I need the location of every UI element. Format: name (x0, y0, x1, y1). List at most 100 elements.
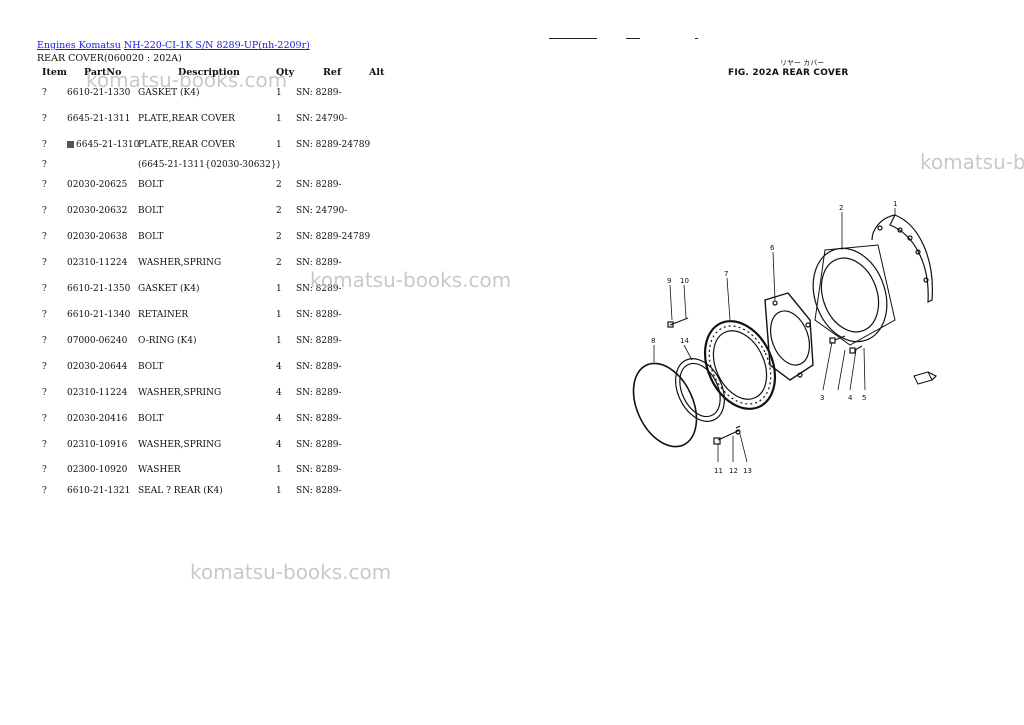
row-qty: 1 (276, 140, 282, 150)
table-row: ? 02030-20625 BOLT 2 SN: 8289- (0, 180, 520, 194)
table-row: ? 6610-21-1330 GASKET (K4) 1 SN: 8289- (0, 88, 520, 102)
col-header-item: Item (42, 67, 67, 78)
row-description: BOLT (138, 414, 164, 424)
row-item: ? (42, 88, 47, 98)
callout-labels: 1 2 3 4 5 6 7 8 9 10 11 12 13 14 (651, 200, 897, 475)
row-description: GASKET (K4) (138, 88, 200, 98)
table-row: ? 6610-21-1340 RETAINER 1 SN: 8289- (0, 310, 520, 324)
row-partno: 02310-11224 (67, 388, 128, 398)
callout-12: 12 (729, 467, 738, 475)
row-item: ? (42, 180, 47, 190)
row-ref: SN: 24790- (296, 206, 348, 216)
row-partno: 02030-20632 (67, 206, 128, 216)
row-ref: SN: 8289- (296, 465, 342, 475)
row-partno: 02310-10916 (67, 440, 128, 450)
seal-part (675, 358, 725, 422)
row-partno: 02030-20625 (67, 180, 128, 190)
gasket-part (764, 292, 814, 381)
row-description: SEAL ? REAR (K4) (138, 486, 223, 496)
row-description: GASKET (K4) (138, 284, 200, 294)
callout-3: 3 (820, 394, 824, 402)
row-ref: SN: 8289-24789 (296, 232, 371, 242)
table-row: ? 02300-10920 WASHER 1 SN: 8289- (0, 465, 520, 479)
row-item: ? (42, 440, 47, 450)
row-partno: 6645-21-1310 (76, 140, 140, 150)
callout-6: 6 (770, 244, 775, 252)
row-partno: 02030-20416 (67, 414, 128, 424)
row-qty: 2 (276, 206, 282, 216)
row-partno-changed: 6645-21-1310 (67, 140, 139, 150)
o-ring-part (632, 362, 698, 448)
gasket-rear-part (871, 214, 933, 303)
watermark: komatsu-b (920, 150, 1024, 174)
watermark: komatsu-books.com (190, 560, 392, 584)
row-description: BOLT (138, 180, 164, 190)
col-header-description: Description (178, 67, 240, 78)
row-partno: 02310-11224 (67, 258, 128, 268)
callout-leaders (653, 208, 896, 463)
col-header-qty: Qty (276, 67, 295, 78)
callout-5: 5 (862, 394, 866, 402)
row-item: ? (42, 465, 47, 475)
row-description: BOLT (138, 232, 164, 242)
scan-artifact (695, 38, 698, 39)
row-item: ? (42, 414, 47, 424)
row-ref: SN: 8289- (296, 486, 342, 496)
row-qty: 1 (276, 486, 282, 496)
row-qty: 4 (276, 388, 282, 398)
breadcrumb-link-model[interactable]: NH-220-CI-1K S/N 8289-UP(nh-2209r) (123, 40, 310, 51)
row-partno: 02030-20644 (67, 362, 128, 372)
col-header-alt: Alt (369, 67, 385, 78)
row-description: PLATE,REAR COVER (138, 114, 235, 124)
row-ref: SN: 24790- (296, 114, 348, 124)
table-row: ? (6645-21-1311{02030-30632}) (0, 160, 520, 174)
table-row: ? 07000-06240 O-RING (K4) 1 SN: 8289- (0, 336, 520, 350)
table-row: ? 6610-21-1321 SEAL ? REAR (K4) 1 SN: 82… (0, 486, 520, 500)
row-item: ? (42, 160, 47, 170)
row-ref: SN: 8289- (296, 284, 342, 294)
scan-artifact (549, 38, 597, 39)
rear-cover-plate-part (812, 244, 896, 346)
col-header-partno: PartNo (84, 67, 122, 78)
table-row: ? 02310-11224 WASHER,SPRING 2 SN: 8289- (0, 258, 520, 272)
row-ref: SN: 8289- (296, 388, 342, 398)
row-ref: SN: 8289- (296, 414, 342, 424)
row-description: (6645-21-1311{02030-30632}) (138, 160, 281, 170)
table-row: ? 02310-10916 WASHER,SPRING 4 SN: 8289- (0, 440, 520, 454)
row-ref: SN: 8289- (296, 310, 342, 320)
col-header-ref: Ref (323, 67, 342, 78)
row-ref: SN: 8289- (296, 336, 342, 346)
row-item: ? (42, 140, 47, 150)
row-ref: SN: 8289-24789 (296, 140, 371, 150)
callout-13: 13 (743, 467, 752, 475)
row-description: WASHER (138, 465, 181, 475)
callout-7: 7 (724, 270, 728, 278)
table-row: ? 02030-20638 BOLT 2 SN: 8289-24789 (0, 232, 520, 246)
row-description: BOLT (138, 362, 164, 372)
breadcrumb-link-engines[interactable]: Engines Komatsu (37, 40, 121, 51)
row-qty: 1 (276, 465, 282, 475)
figure-kana-title: リヤー カバー (780, 59, 825, 67)
row-description: WASHER,SPRING (138, 388, 222, 398)
row-partno: 6610-21-1321 (67, 486, 131, 496)
row-qty: 2 (276, 180, 282, 190)
row-ref: SN: 8289- (296, 440, 342, 450)
row-item: ? (42, 114, 47, 124)
table-row: ? 02030-20644 BOLT 4 SN: 8289- (0, 362, 520, 376)
row-partno: 02300-10920 (67, 465, 128, 475)
row-item: ? (42, 486, 47, 496)
exploded-parts-diagram: 1 2 3 4 5 6 7 8 9 10 11 12 13 14 (632, 200, 938, 475)
direction-arrow-icon (913, 371, 938, 385)
row-partno: 6645-21-1311 (67, 114, 131, 124)
row-item: ? (42, 258, 47, 268)
row-qty: 1 (276, 336, 282, 346)
retainer-part (703, 320, 777, 410)
table-row: ? 02030-20416 BOLT 4 SN: 8289- (0, 414, 520, 428)
row-item: ? (42, 284, 47, 294)
callout-14: 14 (680, 337, 689, 345)
row-item: ? (42, 388, 47, 398)
row-qty: 1 (276, 114, 282, 124)
watermark: komatsu-books.com (310, 268, 512, 292)
row-partno: 07000-06240 (67, 336, 128, 346)
row-item: ? (42, 336, 47, 346)
